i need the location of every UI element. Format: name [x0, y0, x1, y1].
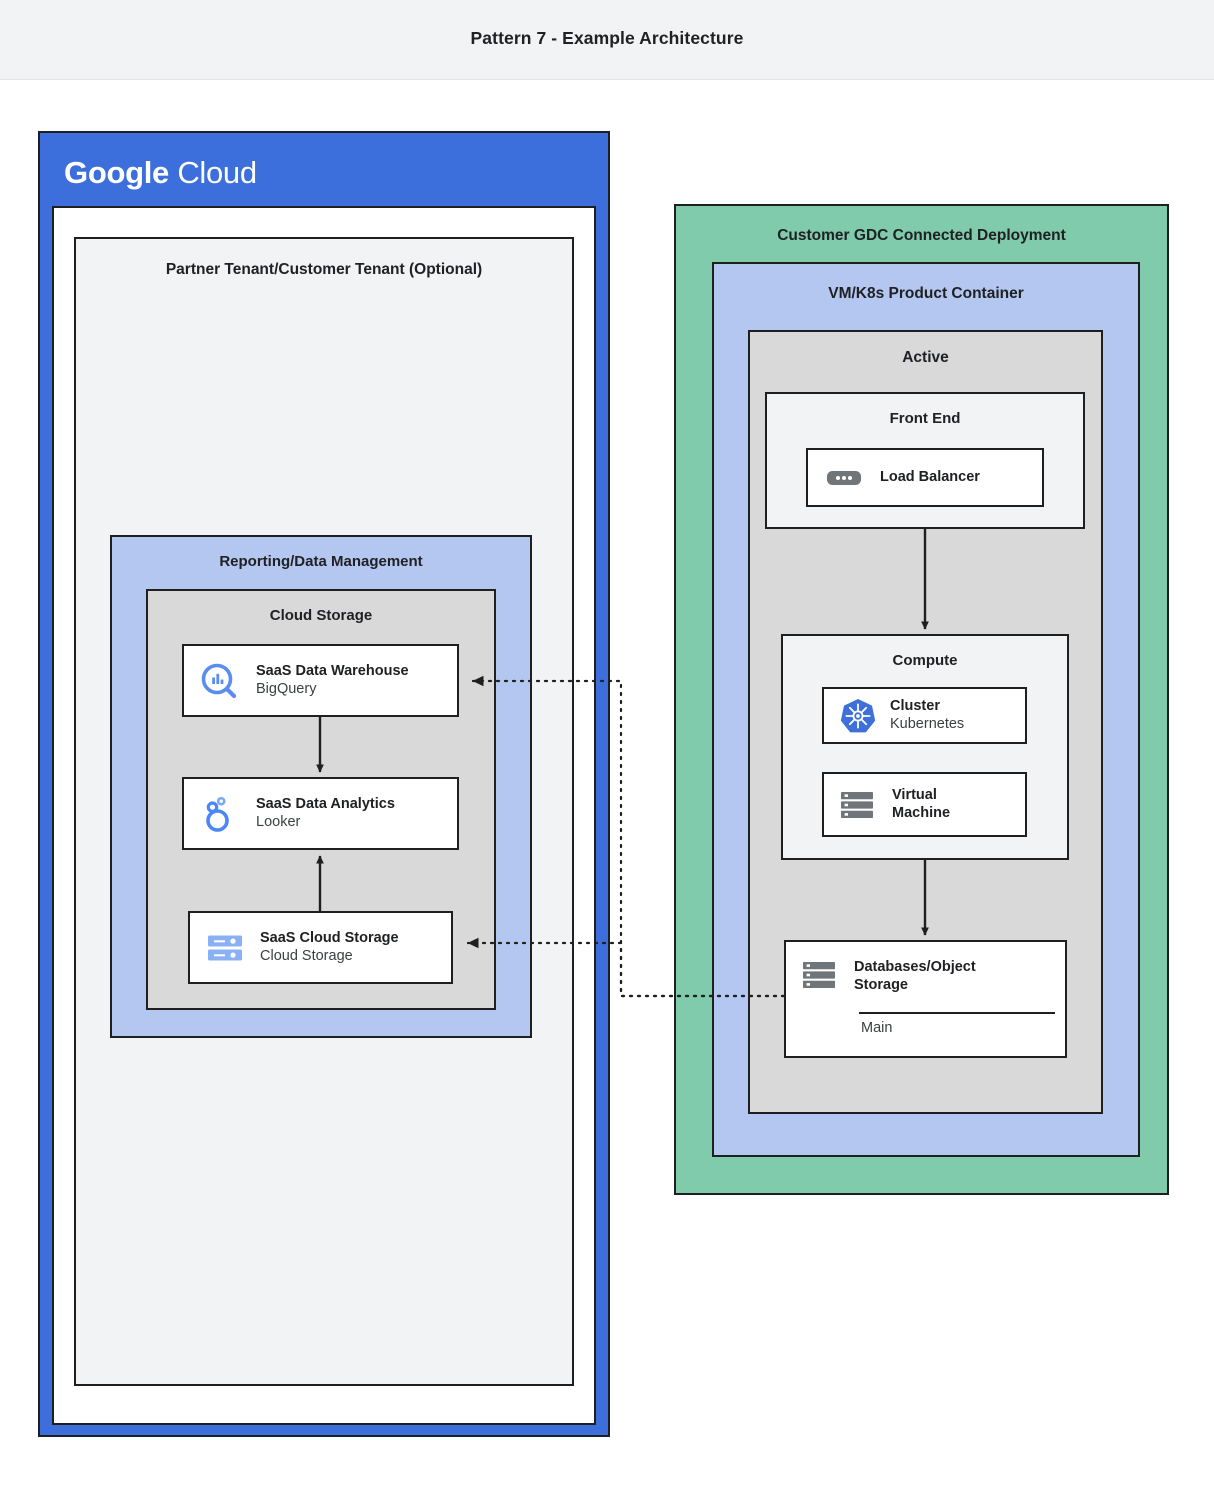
node-load-balancer-text: Load Balancer [880, 469, 980, 487]
load-balancer-icon [826, 467, 862, 489]
node-saas-cloud-storage-product: Cloud Storage [260, 947, 353, 964]
title-bar: Pattern 7 - Example Architecture [0, 0, 1214, 80]
node-databases-object-storage-name-line2: Storage [854, 977, 908, 994]
bigquery-icon [198, 660, 240, 702]
database-storage-icon [800, 958, 840, 996]
active-container-title: Active [902, 349, 949, 366]
node-cluster[interactable]: Cluster Kubernetes [822, 687, 1027, 744]
reporting-data-management-title: Reporting/Data Management [219, 553, 423, 570]
node-cluster-text: Cluster Kubernetes [890, 698, 964, 733]
node-saas-cloud-storage[interactable]: SaaS Cloud Storage Cloud Storage [188, 911, 453, 984]
node-databases-object-storage-sub: Main [861, 1020, 893, 1036]
node-virtual-machine[interactable]: Virtual Machine [822, 772, 1027, 837]
vm-k8s-product-container-title: VM/K8s Product Container [828, 285, 1024, 302]
node-virtual-machine-name-line1: Virtual [892, 786, 937, 803]
logo-cloud-text: Cloud [177, 155, 257, 190]
node-cluster-name: Cluster [890, 697, 940, 714]
node-databases-object-storage-text: Databases/Object Storage [854, 958, 976, 994]
front-end-title: Front End [889, 410, 961, 427]
cloud-storage-icon [204, 928, 246, 968]
node-databases-object-storage-name-line1: Databases/Object [854, 959, 976, 975]
virtual-machine-icon [838, 786, 878, 824]
page-title: Pattern 7 - Example Architecture [470, 28, 744, 48]
node-load-balancer[interactable]: Load Balancer [806, 448, 1044, 507]
google-cloud-logo: Google Cloud [64, 155, 257, 191]
node-virtual-machine-name-line2: Machine [892, 804, 951, 821]
looker-icon [198, 793, 240, 835]
node-load-balancer-name: Load Balancer [880, 468, 980, 485]
node-databases-object-storage[interactable]: Databases/Object Storage Main [784, 940, 1067, 1058]
node-saas-cloud-storage-name: SaaS Cloud Storage [260, 929, 399, 946]
node-saas-data-warehouse-name: SaaS Data Warehouse [256, 662, 409, 679]
node-saas-cloud-storage-text: SaaS Cloud Storage Cloud Storage [260, 930, 399, 965]
node-saas-data-analytics-name: SaaS Data Analytics [256, 795, 395, 812]
node-saas-data-warehouse-product: BigQuery [256, 680, 317, 697]
node-saas-data-warehouse-text: SaaS Data Warehouse BigQuery [256, 663, 409, 698]
customer-gdc-deployment-title: Customer GDC Connected Deployment [777, 227, 1066, 244]
node-cluster-product: Kubernetes [890, 715, 965, 732]
logo-google-text: Google [64, 155, 169, 190]
node-virtual-machine-text: Virtual Machine [892, 787, 950, 822]
node-saas-data-analytics[interactable]: SaaS Data Analytics Looker [182, 777, 459, 850]
node-saas-data-analytics-text: SaaS Data Analytics Looker [256, 796, 395, 831]
node-databases-divider [859, 1012, 1055, 1014]
partner-tenant-title: Partner Tenant/Customer Tenant (Optional… [165, 261, 483, 278]
kubernetes-icon [838, 696, 878, 736]
node-saas-data-warehouse[interactable]: SaaS Data Warehouse BigQuery [182, 644, 459, 717]
cloud-storage-group-title: Cloud Storage [269, 607, 373, 624]
compute-title: Compute [892, 652, 958, 669]
node-saas-data-analytics-product: Looker [256, 813, 301, 830]
